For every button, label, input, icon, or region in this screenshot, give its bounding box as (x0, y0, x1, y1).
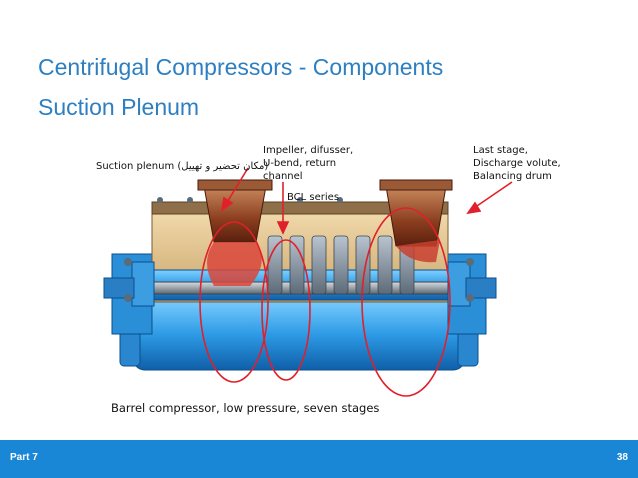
suction-nozzle (203, 185, 267, 243)
footer-bar: Part 7 38 (0, 440, 638, 478)
last-stage-highlight (361, 207, 451, 397)
footer-part-label: Part 7 (10, 452, 38, 463)
slide-subtitle: Suction Plenum (38, 94, 200, 120)
last-stage-label-line-2: Discharge volute, (473, 158, 561, 169)
last-stage-label-line-1: Last stage, (473, 145, 528, 156)
barrel-casing (132, 297, 466, 371)
suction-plenum-label: Suction plenum (مکان تحضیر و تهییل) (96, 161, 269, 172)
slide-title: Centrifugal Compressors - Components (38, 54, 444, 80)
compressor-illustration (103, 167, 513, 397)
bcl-series-label: BCL series (287, 192, 340, 203)
impeller-label: Impeller, difusser, U-bend, return chann… (263, 144, 353, 183)
last-stage-label: Last stage, Discharge volute, Balancing … (473, 144, 561, 183)
last-stage-label-line-3: Balancing drum (473, 171, 552, 182)
impeller-label-line-2: U-bend, return (263, 158, 337, 169)
figure-caption: Barrel compressor, low pressure, seven s… (111, 401, 380, 415)
page-number: 38 (616, 452, 628, 463)
impeller-stack (267, 235, 415, 295)
impeller-label-line-3: channel (263, 171, 303, 182)
impeller-label-line-1: Impeller, difusser, (263, 145, 354, 156)
suction-plenum-highlight (199, 221, 269, 383)
impeller-highlight (261, 239, 311, 381)
